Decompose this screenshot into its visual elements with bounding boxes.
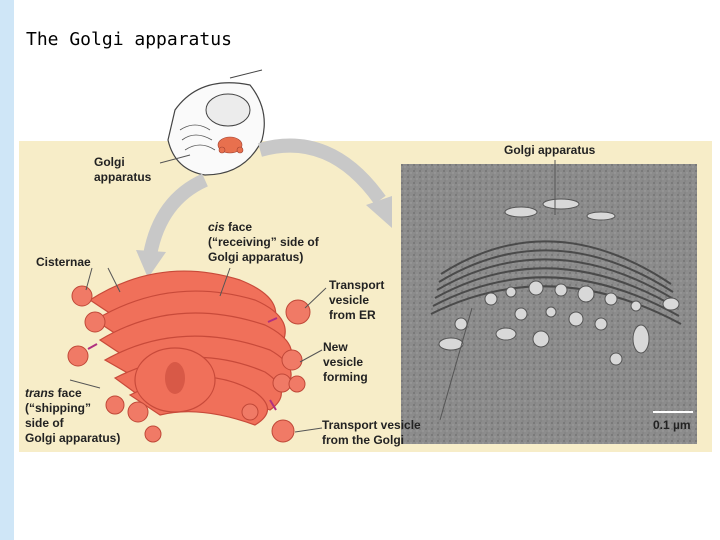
slide-title: The Golgi apparatus (26, 29, 232, 50)
label-golgi-apparatus-small: Golgi apparatus (94, 155, 152, 184)
electron-micrograph (401, 164, 697, 444)
cell-illustration-icon (167, 69, 265, 176)
label-micrograph-golgi: Golgi apparatus (504, 143, 596, 157)
label-cis-face: cis face (“receiving” side of Golgi appa… (208, 220, 319, 264)
label-transport-vesicle-er: Transport vesicle from ER (329, 278, 385, 322)
label-new-vesicle: New vesicle forming (323, 340, 368, 384)
golgi-stack (67, 270, 311, 443)
slide-side-bar (0, 0, 14, 540)
curved-arrow-icon (136, 138, 392, 278)
label-trans-face: trans face (“shipping” side of Golgi app… (25, 386, 121, 445)
label-cisternae: Cisternae (36, 255, 91, 269)
label-transport-vesicle-golgi: Transport vesicle from the Golgi (322, 418, 421, 447)
label-scale-bar: 0.1 µm (653, 418, 691, 432)
